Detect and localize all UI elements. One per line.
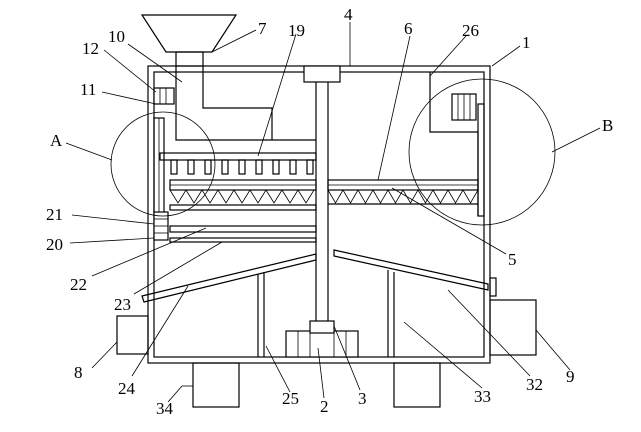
label-20: 20 (46, 235, 63, 254)
label-22: 22 (70, 275, 87, 294)
tray-tooth (233, 189, 251, 204)
right-tray-teeth (327, 189, 479, 204)
label-21: 21 (46, 205, 63, 224)
label-A: A (50, 131, 63, 150)
tray-tooth (417, 189, 434, 204)
spray-nozzle (221, 159, 229, 175)
right-foot (393, 362, 441, 408)
tray-tooth (169, 189, 187, 204)
left-tray-teeth (169, 189, 315, 204)
label-26: 26 (462, 21, 479, 40)
tray-tooth (327, 189, 344, 204)
label-7: 7 (258, 19, 267, 38)
tray-tooth (297, 189, 315, 204)
detail-circle-a (110, 111, 216, 217)
support-columns (257, 270, 395, 357)
spray-nozzle (170, 159, 178, 175)
tray-tooth (372, 189, 389, 204)
label-12: 12 (82, 39, 99, 58)
part-labels: 4 7 19 6 26 1 10 12 11 A B 21 20 22 23 5… (46, 5, 613, 418)
spray-nozzle (238, 159, 246, 175)
left-foot (192, 362, 240, 408)
tray-tooth (217, 189, 235, 204)
spray-nozzle (204, 159, 212, 175)
spray-nozzle (272, 159, 280, 175)
spray-nozzles (170, 159, 314, 175)
label-32: 32 (526, 375, 543, 394)
label-33: 33 (474, 387, 491, 406)
label-34: 34 (156, 399, 174, 418)
tray-tooth (185, 189, 203, 204)
label-19: 19 (288, 21, 305, 40)
label-24: 24 (118, 379, 136, 398)
label-23: 23 (114, 295, 131, 314)
label-25: 25 (282, 389, 299, 408)
tray-tooth (447, 189, 464, 204)
right-screen-tray (327, 179, 479, 205)
label-3: 3 (358, 389, 367, 408)
right-bracket (429, 72, 485, 217)
detail-circle-b (408, 78, 556, 226)
bottom-motor (285, 320, 359, 358)
spray-nozzle (306, 159, 314, 175)
spray-bar (159, 152, 317, 175)
spray-nozzle (187, 159, 195, 175)
leader-lines (65, 22, 601, 403)
tray-tooth (462, 189, 479, 204)
feed-hopper (140, 14, 238, 67)
label-5: 5 (508, 250, 517, 269)
left-feed-channel (175, 66, 316, 141)
right-side-nub (489, 277, 497, 297)
tray-tooth (201, 189, 219, 204)
tray-tooth (265, 189, 283, 204)
label-2: 2 (320, 397, 329, 416)
label-B: B (602, 116, 613, 135)
label-11: 11 (80, 80, 96, 99)
top-motor (303, 65, 341, 83)
tray-tooth (281, 189, 299, 204)
side-motor (153, 87, 175, 105)
left-screen-tray (169, 179, 317, 211)
label-4: 4 (344, 5, 353, 24)
tray-tooth (402, 189, 419, 204)
spray-nozzle (255, 159, 263, 175)
right-inclined-plate (333, 249, 489, 291)
left-outlet (116, 315, 149, 355)
right-outlet (489, 299, 537, 356)
tray-tooth (357, 189, 374, 204)
tray-tooth (249, 189, 267, 204)
label-10: 10 (108, 27, 125, 46)
label-9: 9 (566, 367, 575, 386)
tray-tooth (342, 189, 359, 204)
spray-nozzle (289, 159, 297, 175)
tray-tooth (387, 189, 404, 204)
tray-tooth (432, 189, 449, 204)
left-lift-rod (153, 117, 165, 214)
machine-housing (147, 65, 491, 364)
label-8: 8 (74, 363, 83, 382)
left-inclined-plate (141, 253, 317, 303)
label-6: 6 (404, 19, 413, 38)
lower-plates (153, 211, 317, 243)
label-1: 1 (522, 33, 531, 52)
central-shaft (315, 82, 329, 322)
